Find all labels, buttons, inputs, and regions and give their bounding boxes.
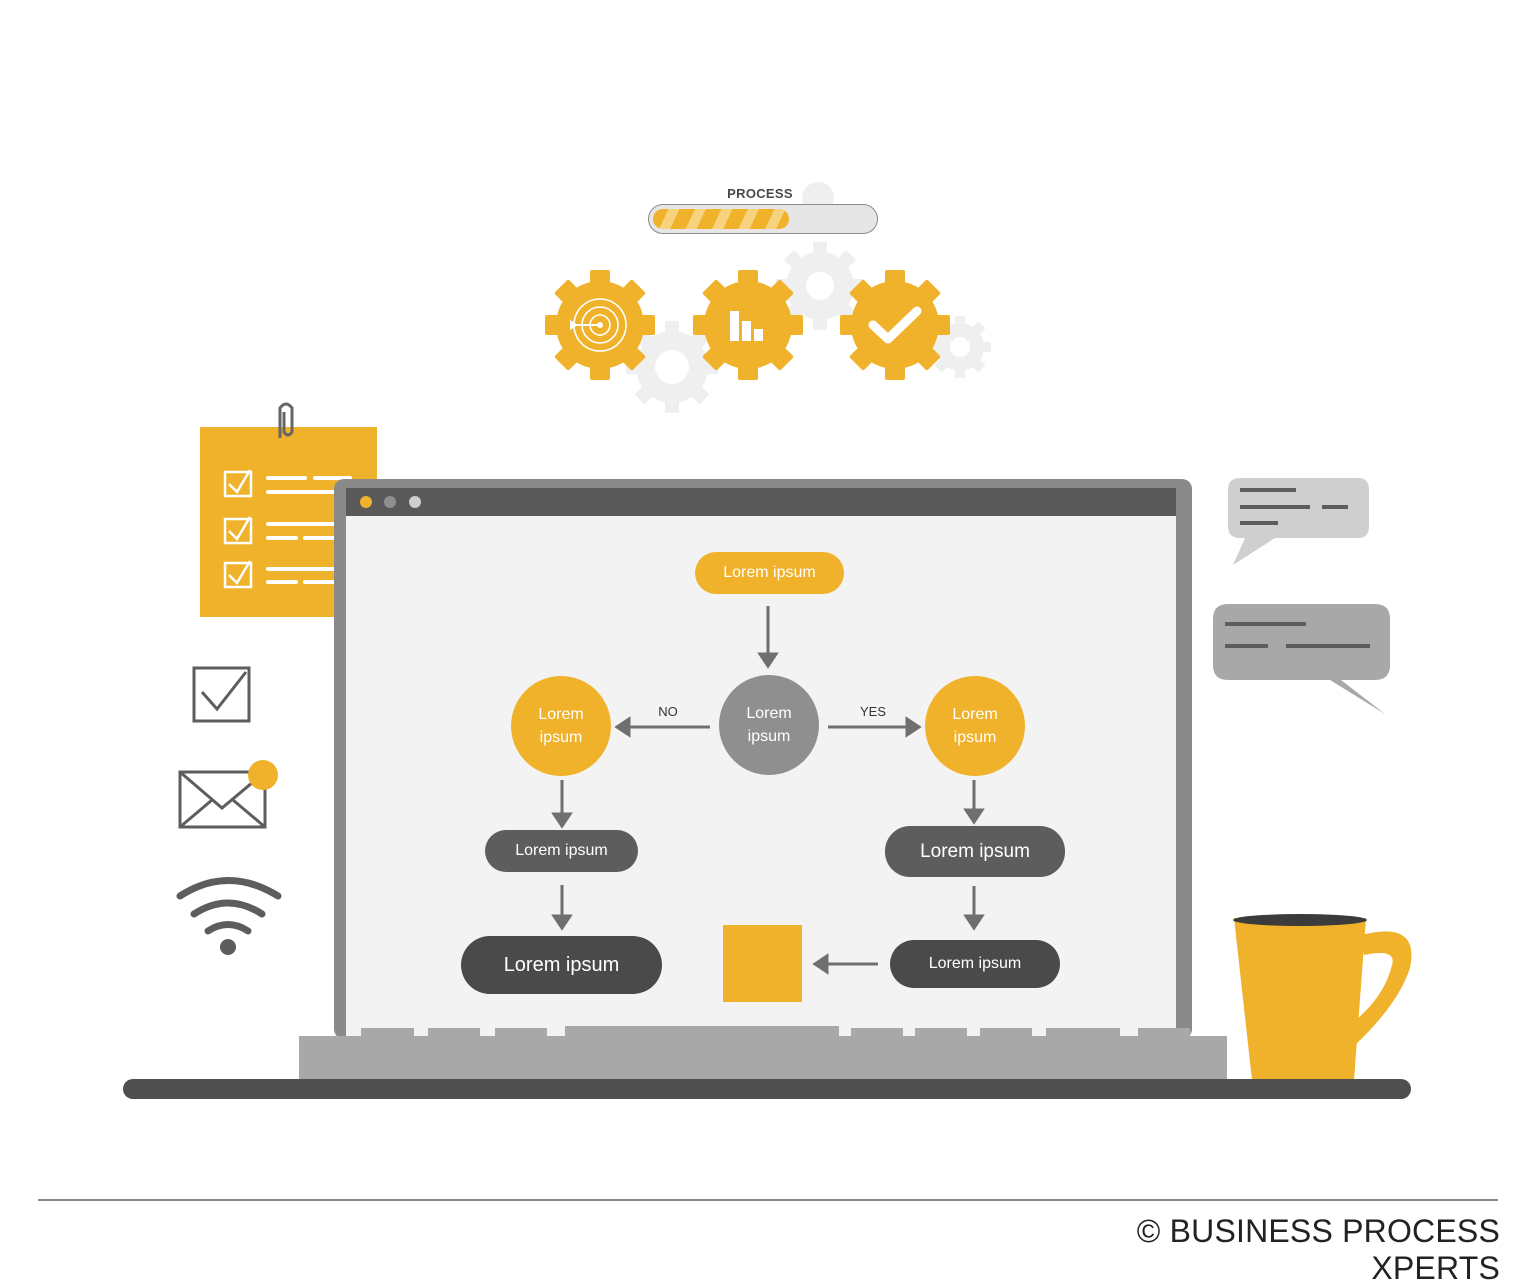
checkbox-icon	[192, 666, 251, 723]
chat-bubble-icon	[1213, 604, 1390, 714]
footer-divider	[38, 1199, 1498, 1201]
flow-left-step2-node	[461, 936, 662, 994]
flow-left-step1-node	[485, 830, 638, 872]
flow-decision-label: Lorem ipsum	[746, 705, 792, 745]
flow-decision-node	[719, 675, 819, 775]
progress-fill	[653, 209, 789, 229]
flow-left-label: Lorem ipsum	[538, 706, 584, 746]
progress-label: PROCESS	[727, 186, 793, 201]
flow-right-step2-label: Lorem ipsum	[928, 955, 1022, 972]
flowchart	[461, 552, 1065, 1002]
check-gear-icon	[840, 270, 950, 380]
flow-end-square	[723, 925, 802, 1002]
flow-left-step2-label: Lorem ipsum	[503, 953, 620, 976]
flow-right-step1-label: Lorem ipsum	[920, 840, 1030, 862]
chart-gear-icon	[693, 270, 803, 380]
gray-gear-icon	[626, 182, 991, 413]
flow-right-node	[925, 676, 1025, 776]
wifi-icon	[176, 877, 282, 955]
target-gear-icon	[545, 270, 655, 380]
chat-bubble-icon	[1228, 478, 1369, 565]
flow-right-step2-node	[890, 940, 1060, 988]
flow-no-label: NO	[658, 704, 678, 719]
flow-yes-label: YES	[859, 704, 886, 719]
flow-left-step1-label: Lorem ipsum	[515, 842, 608, 859]
flow-start-label: Lorem ipsum	[723, 564, 816, 581]
progress-bar	[648, 204, 878, 234]
flow-left-node	[511, 676, 611, 776]
flow-start-node	[695, 552, 844, 594]
flow-right-label: Lorem ipsum	[952, 706, 998, 746]
mail-icon	[178, 760, 278, 829]
coffee-mug-icon	[1233, 914, 1412, 1080]
flow-right-step1-node	[885, 826, 1065, 877]
copyright-text: © BUSINESS PROCESS XPERTS	[1136, 1213, 1500, 1286]
